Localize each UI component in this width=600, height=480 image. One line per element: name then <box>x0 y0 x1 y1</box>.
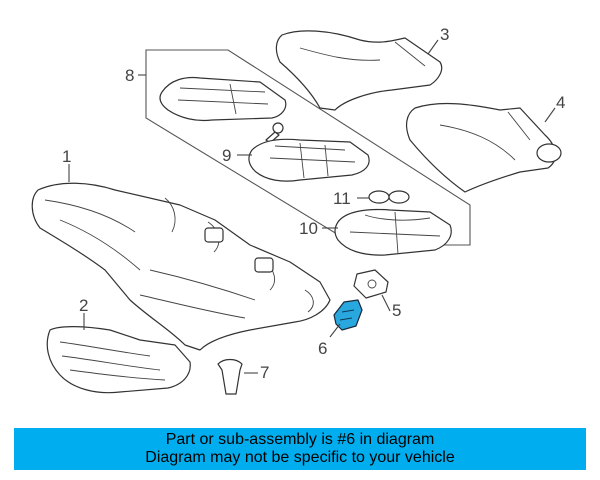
part-11-seals[interactable] <box>368 190 410 204</box>
part-1-main-duct[interactable] <box>31 182 331 351</box>
subassembly-group-outline <box>145 49 471 246</box>
part-8-upper-insert[interactable] <box>159 76 287 122</box>
callout-7: 7 <box>260 363 269 382</box>
parts-diagram: 1 2 3 4 5 6 7 8 9 10 11 <box>31 25 565 395</box>
banner-line-1: Part or sub-assembly is #6 in diagram <box>165 431 435 448</box>
fastener-bolt[interactable] <box>265 122 284 144</box>
leader-lines <box>68 39 556 374</box>
part-2-lower-tray[interactable] <box>46 326 191 394</box>
part-3-upper-cover[interactable] <box>275 30 443 111</box>
callout-9: 9 <box>222 146 231 165</box>
callout-5: 5 <box>392 301 401 320</box>
banner-line-2: Diagram may not be specific to your vehi… <box>145 449 455 466</box>
callout-1: 1 <box>62 147 71 166</box>
part-9-air-guide[interactable] <box>248 138 370 182</box>
callout-2: 2 <box>79 296 88 315</box>
part-4-rear-duct[interactable] <box>405 102 562 193</box>
part-6-highlighted[interactable] <box>333 299 363 331</box>
part-7-clip[interactable] <box>217 358 243 395</box>
callout-8: 8 <box>125 66 134 85</box>
part-5-bracket[interactable] <box>353 269 389 299</box>
callout-10: 10 <box>299 219 318 238</box>
callout-4: 4 <box>556 93 565 112</box>
info-banner: Part or sub-assembly is #6 in diagram Di… <box>14 428 586 470</box>
callout-6: 6 <box>318 339 327 358</box>
callout-3: 3 <box>440 25 449 44</box>
part-10-blower-housing[interactable] <box>334 208 452 256</box>
callout-11: 11 <box>333 189 351 208</box>
